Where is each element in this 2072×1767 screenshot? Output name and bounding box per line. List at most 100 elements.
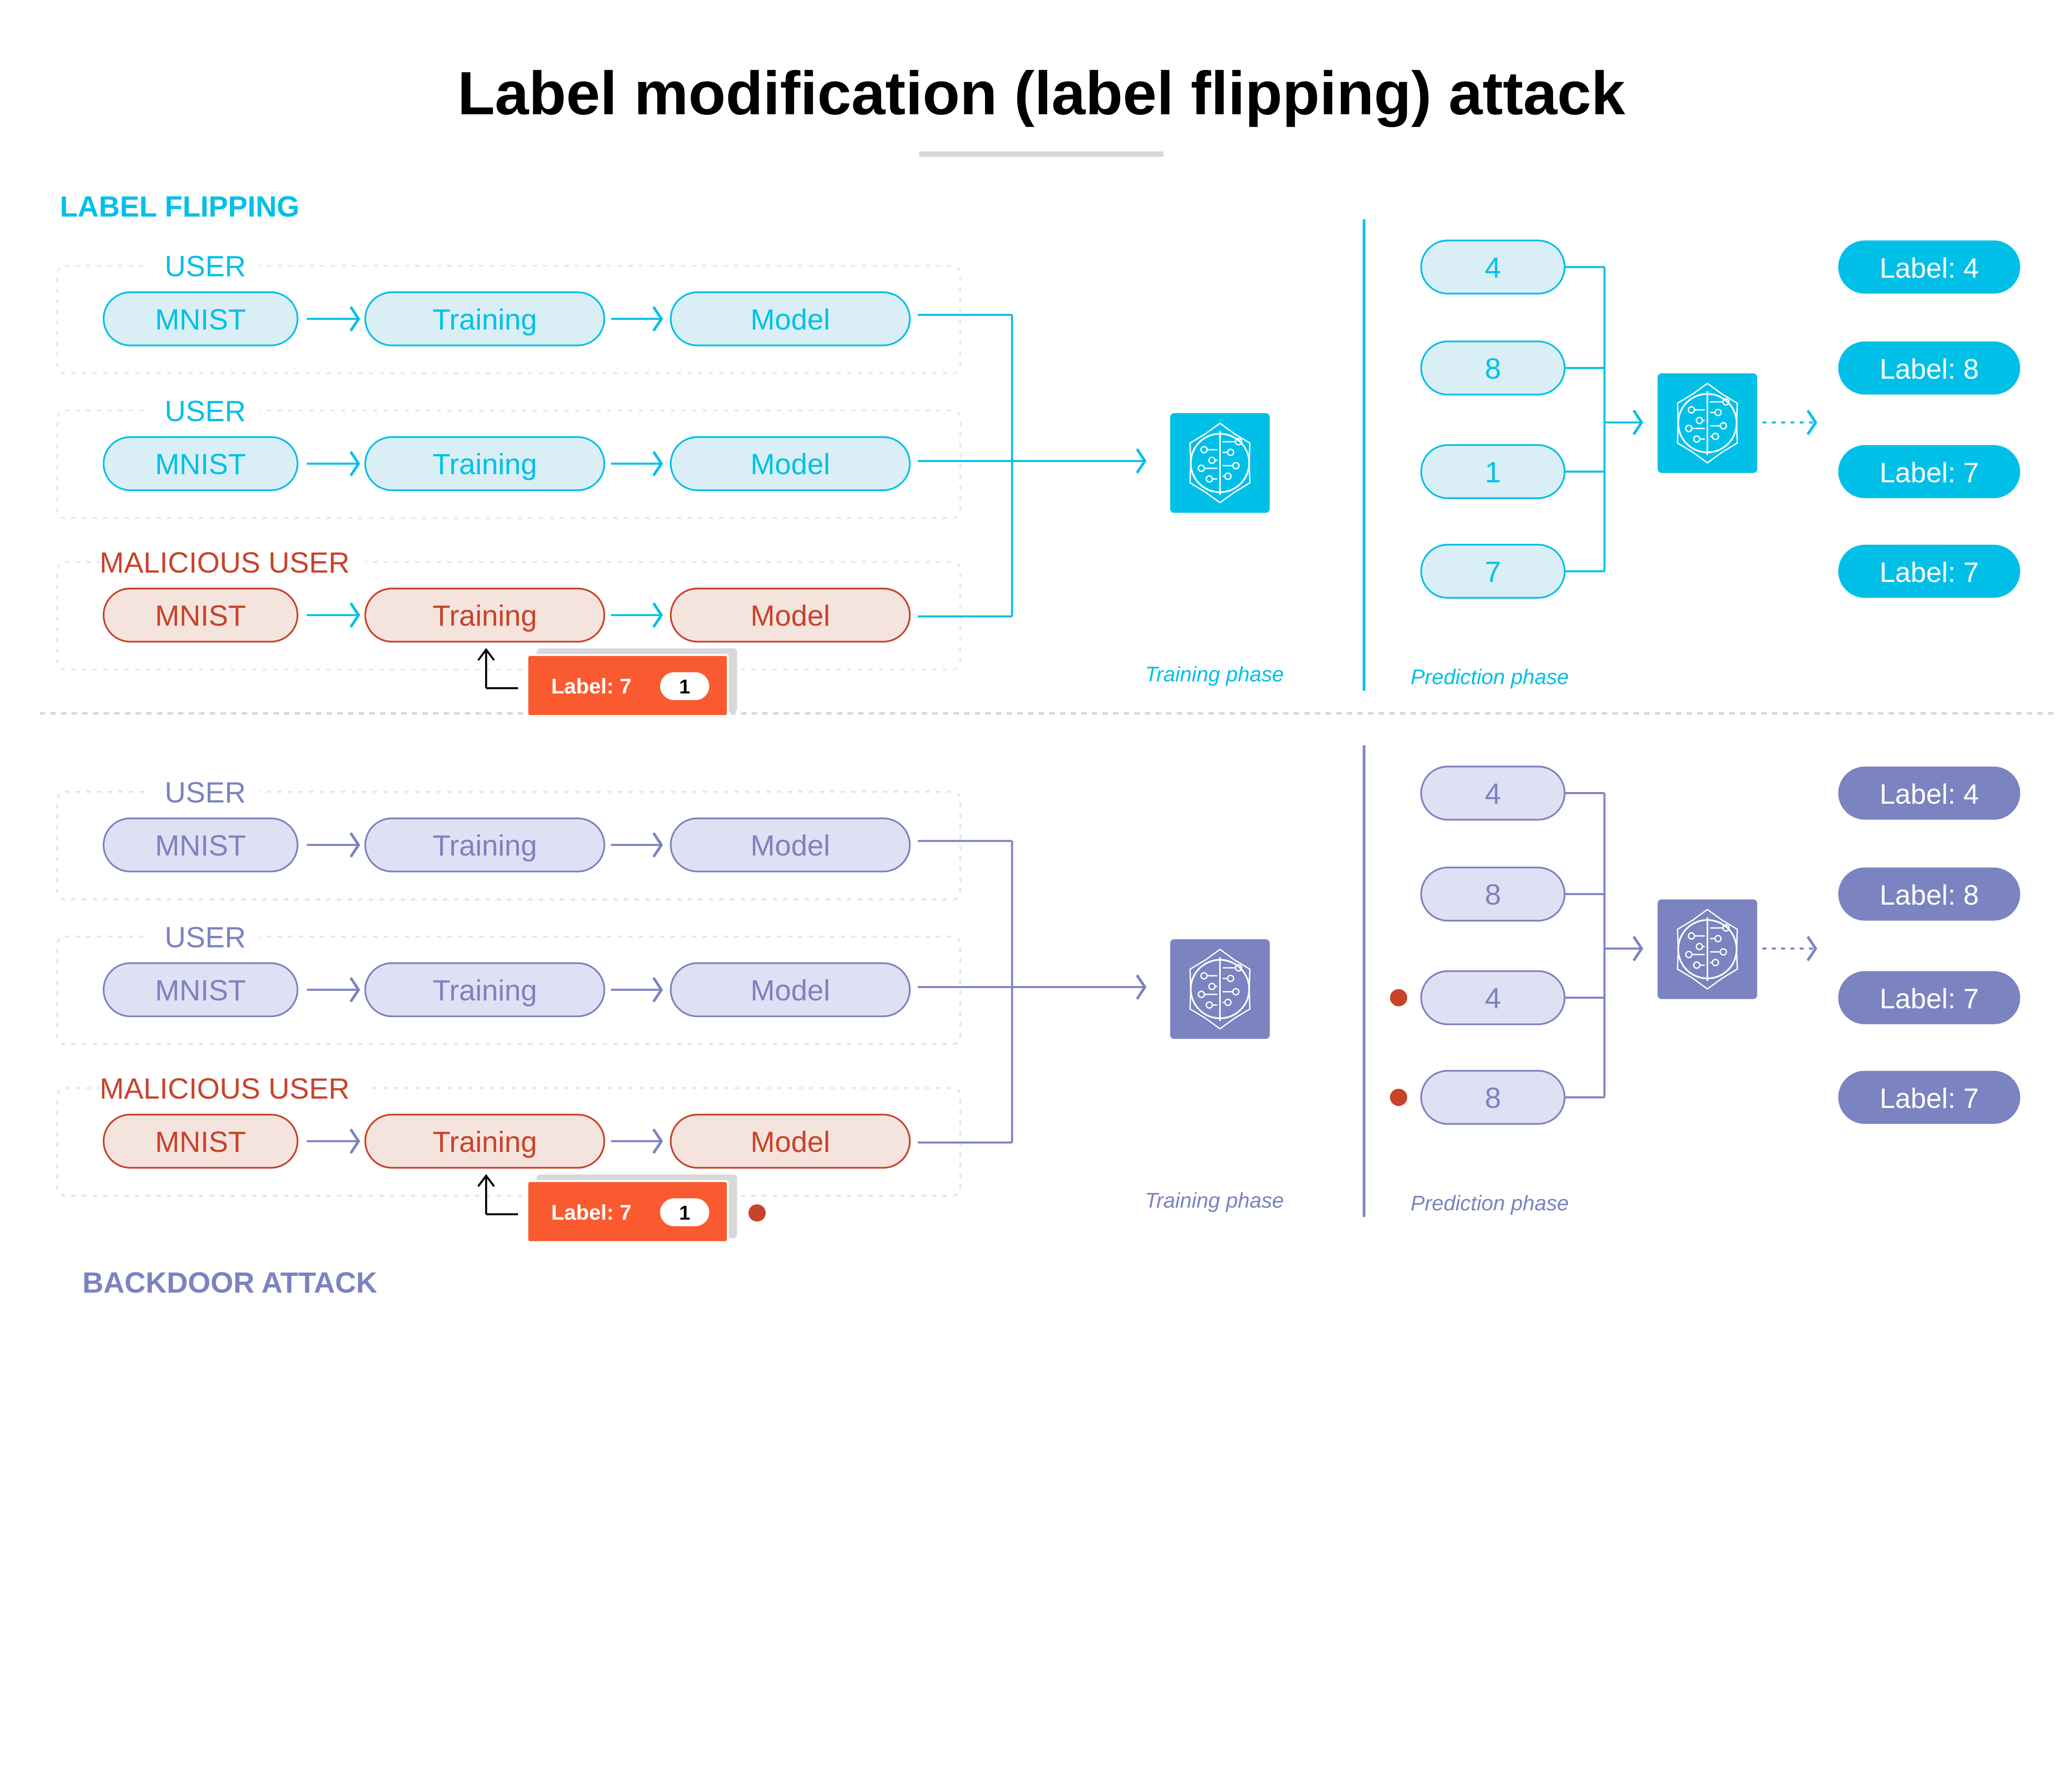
input-value: 7 bbox=[1485, 555, 1501, 588]
step-label: Training bbox=[433, 303, 537, 336]
output-label: Label: 7 bbox=[1880, 1083, 1979, 1114]
step-pill-training bbox=[364, 291, 605, 347]
step-pill-mnist bbox=[102, 436, 299, 491]
arrow-head bbox=[652, 1128, 663, 1154]
circuit-node bbox=[1232, 462, 1240, 470]
output-label: Label: 4 bbox=[1880, 779, 1979, 810]
brain-circuit-icon bbox=[1189, 422, 1251, 504]
user-group-box bbox=[56, 936, 961, 1045]
output-label: Label: 8 bbox=[1880, 354, 1979, 385]
output-label: Label: 7 bbox=[1880, 984, 1979, 1015]
arrow-head bbox=[1632, 410, 1644, 435]
label-backdrop bbox=[146, 394, 259, 422]
badge-label: Label: 7 bbox=[551, 1200, 632, 1224]
output-label: Label: 4 bbox=[1880, 253, 1979, 284]
step-label: Model bbox=[750, 303, 830, 336]
user-label: MALICIOUS USER bbox=[99, 546, 349, 579]
brain-circuit-icon bbox=[1677, 909, 1738, 990]
step-label: Training bbox=[433, 448, 537, 480]
badge-count: 1 bbox=[679, 676, 690, 698]
output-label: Label: 8 bbox=[1880, 880, 1979, 911]
trigger-dot bbox=[748, 1204, 766, 1222]
brain-frame bbox=[1189, 422, 1251, 504]
circuit-node bbox=[1232, 988, 1240, 996]
step-pill-training bbox=[364, 436, 605, 491]
arrow-head bbox=[349, 1128, 361, 1154]
user-label: USER bbox=[165, 921, 246, 953]
step-pill-training bbox=[364, 587, 605, 643]
step-label: MNIST bbox=[155, 448, 246, 480]
step-label: MNIST bbox=[155, 829, 246, 862]
brain-circuit-icon bbox=[1677, 383, 1738, 464]
step-label: MNIST bbox=[155, 974, 246, 1006]
label-backdrop bbox=[146, 250, 259, 276]
step-pill-model bbox=[670, 962, 911, 1018]
step-label: MNIST bbox=[155, 1125, 246, 1158]
step-label: Model bbox=[750, 829, 830, 862]
arrow-head bbox=[652, 306, 663, 332]
input-value: 4 bbox=[1485, 251, 1501, 284]
step-pill-model bbox=[670, 817, 911, 873]
step-label: Model bbox=[750, 448, 830, 480]
brain-frame bbox=[1189, 948, 1251, 1030]
arrow-head bbox=[1632, 936, 1644, 962]
circuit-node bbox=[1685, 950, 1693, 958]
circuit-node bbox=[1687, 406, 1695, 414]
output-label: Label: 7 bbox=[1880, 457, 1979, 488]
user-label: USER bbox=[165, 250, 246, 283]
step-label: MNIST bbox=[155, 599, 246, 632]
user-label: USER bbox=[165, 776, 246, 809]
badge-count: 1 bbox=[679, 1202, 690, 1224]
badge-label: Label: 7 bbox=[551, 674, 632, 698]
output-label-pill bbox=[1838, 545, 2020, 598]
prediction-phase-label: Prediction phase bbox=[1411, 1191, 1569, 1215]
arrow-head bbox=[652, 451, 663, 477]
step-pill-training bbox=[364, 962, 605, 1018]
output-label-pill bbox=[1838, 1071, 2020, 1124]
circuit-node bbox=[1693, 435, 1701, 443]
step-pill-mnist bbox=[102, 587, 299, 643]
arrow-head bbox=[1135, 974, 1147, 1000]
arrow-head bbox=[1806, 410, 1818, 435]
arrow-head bbox=[349, 832, 361, 858]
arrow-head bbox=[349, 602, 361, 628]
trigger-dot bbox=[1390, 989, 1407, 1006]
output-label-pill bbox=[1838, 341, 2020, 395]
output-label-pill bbox=[1838, 867, 2020, 921]
section-heading: LABEL FLIPPING bbox=[60, 190, 299, 223]
arrow-head bbox=[652, 832, 663, 858]
arrow-head bbox=[1806, 936, 1818, 962]
step-pill-mnist bbox=[102, 962, 299, 1018]
arrow-head bbox=[652, 602, 663, 628]
input-value: 8 bbox=[1485, 878, 1501, 911]
user-group-box bbox=[56, 1087, 961, 1197]
label-badge bbox=[526, 1180, 729, 1243]
output-label-pill bbox=[1838, 240, 2020, 294]
step-label: Model bbox=[750, 1125, 830, 1158]
arrow-head bbox=[349, 306, 361, 332]
badge-count-pill bbox=[660, 1198, 709, 1226]
arrow-head bbox=[652, 977, 663, 1003]
step-pill-mnist bbox=[102, 817, 299, 873]
output-label-pill bbox=[1838, 766, 2020, 820]
circuit-node bbox=[1695, 417, 1703, 424]
circuit-node bbox=[1695, 943, 1703, 950]
page-title: Label modification (label flipping) atta… bbox=[457, 60, 1626, 128]
diagram: Label modification (label flipping) atta… bbox=[40, 60, 2056, 1299]
step-label: Training bbox=[433, 974, 537, 1006]
step-pill-model bbox=[670, 291, 911, 347]
step-label: Model bbox=[750, 974, 830, 1006]
badge-count-pill bbox=[660, 672, 709, 700]
step-pill-mnist bbox=[102, 1114, 299, 1169]
input-value: 8 bbox=[1485, 352, 1501, 385]
prediction-phase-label: Prediction phase bbox=[1411, 665, 1569, 689]
label-backdrop bbox=[99, 546, 366, 573]
step-pill-mnist bbox=[102, 291, 299, 347]
